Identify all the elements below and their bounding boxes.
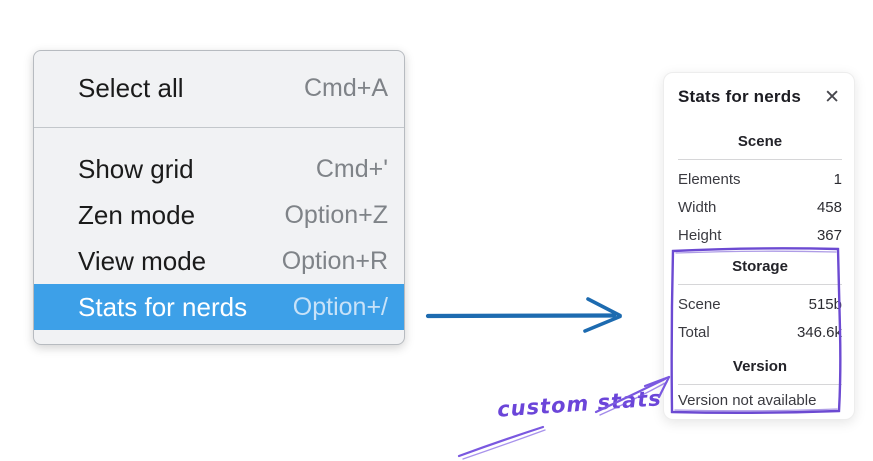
blue-arrow: [425, 297, 622, 333]
stat-value: 458: [816, 198, 842, 216]
storage-rows: Scene 515b Total 346.6k: [678, 290, 842, 346]
close-button[interactable]: ✕: [822, 85, 842, 108]
menu-item-select-all[interactable]: Select all Cmd+A: [34, 65, 404, 111]
menu-item-shortcut: Cmd+': [315, 154, 388, 183]
stat-row-width: Width 458: [678, 193, 842, 221]
section-divider: [678, 384, 842, 385]
stat-label: Elements: [678, 170, 741, 188]
stat-row-elements: Elements 1: [678, 165, 842, 193]
menu-item-zen-mode[interactable]: Zen mode Option+Z: [34, 192, 404, 238]
close-icon: ✕: [824, 85, 840, 108]
stat-row-scene-size: Scene 515b: [678, 290, 842, 318]
stat-label: Total: [678, 323, 710, 341]
menu-item-shortcut: Option+/: [292, 292, 388, 321]
stat-label: Height: [678, 226, 722, 244]
context-menu: Select all Cmd+A Show grid Cmd+' Zen mod…: [33, 50, 405, 345]
menu-item-shortcut: Option+Z: [284, 200, 388, 229]
menu-item-label: Select all: [78, 72, 184, 103]
section-header-version: Version: [732, 358, 788, 375]
stat-value: 515b: [808, 295, 842, 313]
stat-label: Scene: [678, 295, 721, 313]
menu-item-view-mode[interactable]: View mode Option+R: [34, 238, 404, 284]
stat-label: Width: [678, 198, 717, 216]
menu-item-shortcut: Cmd+A: [303, 73, 388, 102]
menu-item-show-grid[interactable]: Show grid Cmd+': [34, 146, 404, 192]
menu-divider: [34, 127, 404, 128]
section-header-scene: Scene: [737, 133, 783, 150]
stat-value: 367: [816, 226, 842, 244]
stat-row-height: Height 367: [678, 221, 842, 249]
stat-value: 1: [833, 170, 842, 188]
stat-value: 346.6k: [796, 323, 842, 341]
section-divider: [678, 159, 842, 160]
section-header-storage: Storage: [732, 258, 788, 275]
menu-item-shortcut: Option+R: [281, 246, 388, 275]
annotation-custom-stats: custom stats: [496, 386, 663, 422]
purple-underline-stroke: [457, 425, 546, 460]
section-divider: [678, 284, 842, 285]
stats-panel-header: Stats for nerds ✕: [678, 85, 842, 109]
menu-item-label: Zen mode: [78, 199, 196, 230]
menu-item-label: Stats for nerds: [78, 291, 248, 322]
stats-panel: Stats for nerds ✕ Scene Elements 1 Width…: [663, 72, 855, 420]
menu-item-label: Show grid: [78, 153, 194, 184]
stats-panel-title: Stats for nerds: [678, 87, 801, 106]
scene-rows: Elements 1 Width 458 Height 367: [678, 165, 842, 249]
menu-item-stats-for-nerds[interactable]: Stats for nerds Option+/: [34, 284, 404, 330]
stat-row-total-size: Total 346.6k: [678, 318, 842, 346]
version-note: Version not available: [678, 391, 817, 409]
menu-item-label: View mode: [78, 245, 207, 276]
